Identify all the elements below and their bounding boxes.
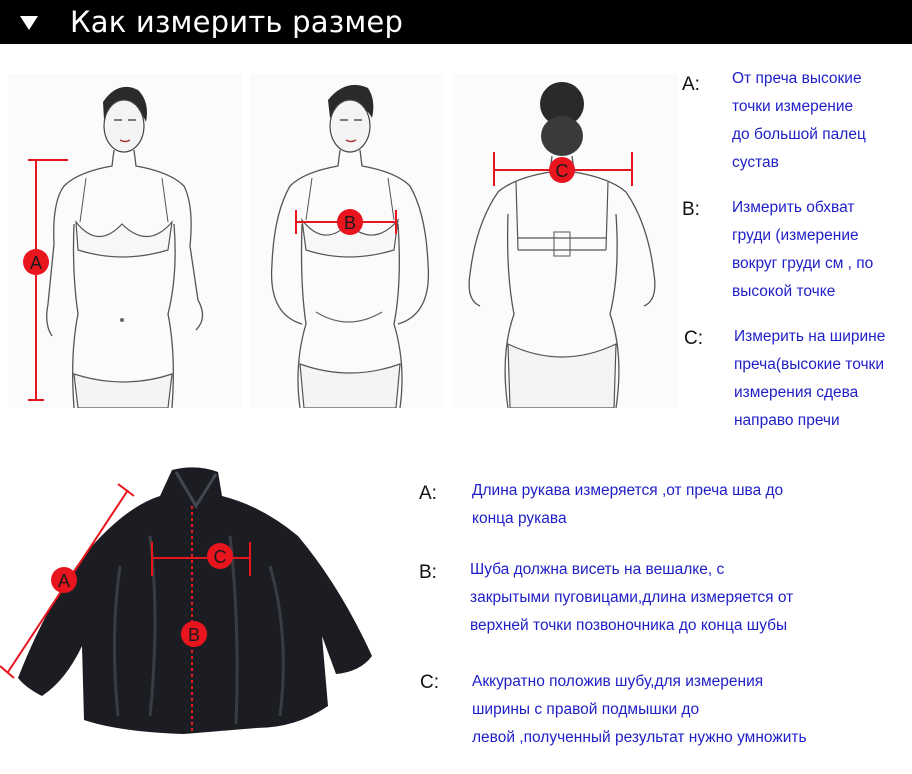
desc-line: От преча высокие (732, 70, 862, 87)
header-bar: Как измерить размер (0, 0, 912, 44)
figure-back-shoulder-width: C (452, 74, 678, 408)
sketch-front-a: A (8, 74, 242, 408)
coat-marker-c-badge: C (207, 543, 233, 569)
page-title: Как измерить размер (70, 5, 404, 39)
svg-text:C: C (214, 547, 227, 567)
desc-line: Шуба должна висеть на вешалке, с (470, 561, 725, 578)
svg-text:A: A (58, 571, 70, 591)
marker-b-badge: B (337, 209, 363, 235)
coat-marker-a-badge: A (51, 567, 77, 593)
figure-front-arm-length: A (8, 74, 242, 408)
desc-line: измерения сдева (734, 384, 859, 401)
body-b-description: Измерить обхват груди (измерение вокруг … (732, 194, 873, 306)
desc-line: Длина рукава измеряется ,от преча шва до (472, 482, 784, 499)
triangle-down-icon (20, 16, 38, 30)
svg-text:B: B (188, 625, 200, 645)
body-c-label: C: (684, 328, 703, 349)
coat-sketch: A C B (0, 467, 372, 734)
desc-line: преча(высокие точки (734, 356, 884, 373)
desc-line: Измерить обхват (732, 199, 855, 216)
body-a-label: A: (682, 74, 700, 95)
desc-line: закрытыми пуговицами,длина измеряется от (470, 589, 794, 606)
marker-c-badge: C (549, 157, 575, 183)
marker-a-badge: A (23, 249, 49, 275)
desc-line: конца рукава (472, 510, 567, 527)
figure-front-bust: B (250, 74, 444, 408)
desc-line: высокой точке (732, 283, 836, 300)
coat-b-label: B: (419, 562, 437, 583)
body-a-description: От преча высокие точки измерение до боль… (732, 65, 866, 177)
desc-line: сустав (732, 154, 779, 171)
coat-c-label: C: (420, 672, 439, 693)
coat-b-description: Шуба должна висеть на вешалке, с закрыты… (470, 556, 793, 640)
desc-line: до большой палец (732, 126, 866, 143)
body-c-description: Измерить на ширине преча(высокие точки и… (734, 323, 885, 435)
desc-line: направо пречи (734, 412, 840, 429)
coat-a-label: A: (419, 483, 437, 504)
desc-line: Аккуратно положив шубу,для измерения (472, 673, 764, 690)
desc-line: груди (измерение (732, 227, 859, 244)
desc-line: вокруг груди см , по (732, 255, 874, 272)
desc-line: левой ,полученный результат нужно умножи… (472, 729, 807, 746)
sketch-front-b: B (250, 74, 444, 408)
desc-line: верхней точки позвоночника до конца шубы (470, 617, 788, 634)
svg-text:B: B (344, 213, 356, 233)
desc-line: Измерить на ширине (734, 328, 886, 345)
svg-text:A: A (30, 253, 42, 273)
figure-fur-coat: A C B (0, 466, 390, 744)
body-b-label: B: (682, 199, 700, 220)
coat-c-description: Аккуратно положив шубу,для измерения шир… (472, 668, 807, 752)
svg-text:C: C (556, 161, 569, 181)
desc-line: точки измерение (732, 98, 854, 115)
sketch-back-c: C (452, 74, 678, 408)
coat-a-description: Длина рукава измеряется ,от преча шва до… (472, 477, 783, 533)
desc-line: ширины с правой подмышки до (472, 701, 700, 718)
coat-marker-b-badge: B (181, 621, 207, 647)
